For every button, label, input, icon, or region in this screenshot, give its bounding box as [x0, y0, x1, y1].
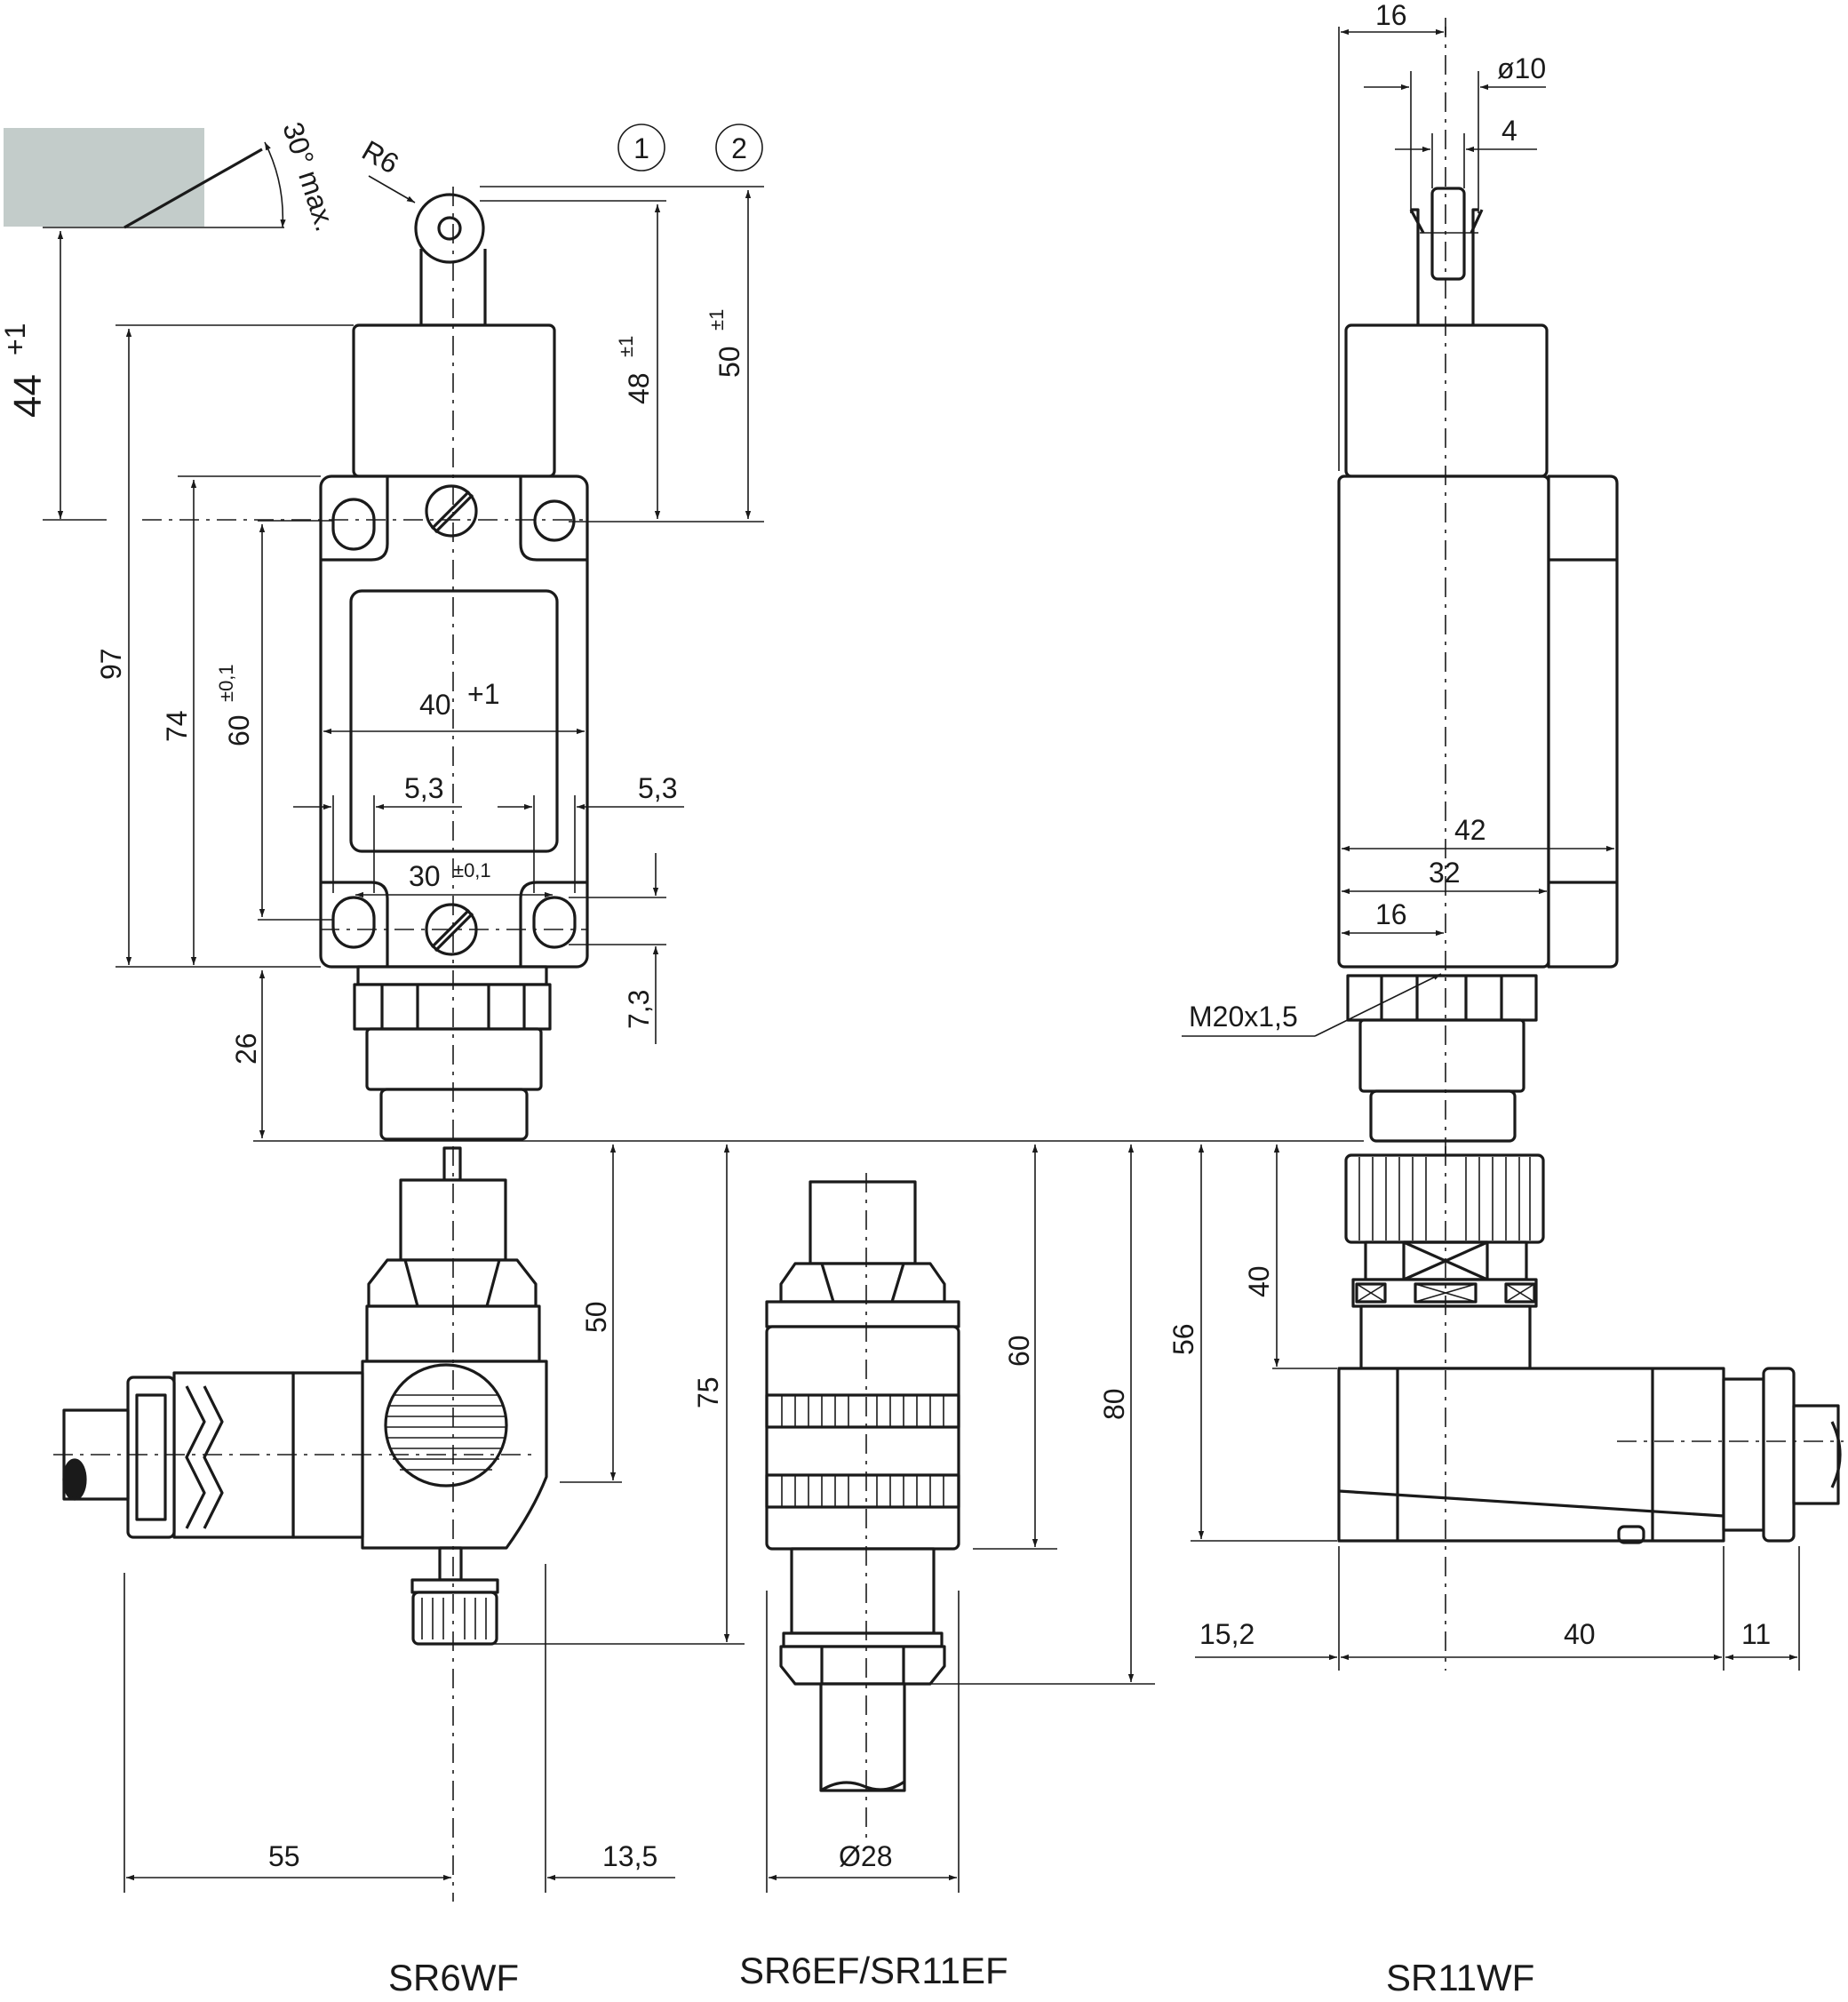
svg-text:15,2: 15,2: [1199, 1618, 1255, 1650]
callout-1: 1: [617, 124, 665, 171]
svg-text:5,3: 5,3: [638, 772, 677, 804]
sr6ef-label: SR6EF/SR11EF: [739, 1950, 1008, 1991]
roller: [414, 193, 485, 264]
svg-text:16: 16: [1375, 898, 1407, 930]
dimension-40-width: 40 +1: [323, 678, 585, 735]
svg-text:32: 32: [1429, 857, 1461, 889]
svg-text:16: 16: [1375, 0, 1407, 31]
svg-text:±1: ±1: [615, 336, 637, 357]
dimension-4: 4: [1395, 115, 1537, 188]
svg-text:40: 40: [419, 689, 451, 721]
callout-2: 2: [715, 124, 763, 171]
dimension-16: 16: [1342, 898, 1444, 937]
svg-text:±0,1: ±0,1: [215, 664, 237, 702]
sr6wf-connector: [53, 1146, 548, 1902]
dimension-74: 74: [161, 475, 321, 965]
sr11wf-dimension-horizontal: 15,2 40 11: [1195, 1546, 1800, 1671]
sr11wf-dimension-40-vertical: 40: [1243, 1145, 1337, 1369]
switch-front-view: R6: [142, 134, 589, 1142]
svg-text:56: 56: [1167, 1323, 1199, 1355]
svg-text:60: 60: [1003, 1335, 1035, 1367]
sr6ef-dimension-80: 80: [888, 1145, 1155, 1685]
dimension-dia-10: ø10: [1364, 52, 1546, 213]
dimension-5-3: 5,3 5,3: [293, 772, 684, 893]
svg-text:75: 75: [692, 1376, 724, 1408]
sr11wf-dimension-56: 56: [1167, 1145, 1337, 1542]
sr6ef-connector: [765, 1173, 960, 1839]
dimension-42: 42: [1342, 814, 1614, 852]
svg-text:80: 80: [1098, 1388, 1130, 1420]
dimension-48: 48 ±1: [480, 186, 764, 522]
svg-text:50: 50: [580, 1301, 612, 1333]
svg-text:55: 55: [268, 1840, 300, 1872]
svg-text:50: 50: [713, 346, 745, 378]
plunger-head: [352, 323, 556, 478]
svg-text:48: 48: [623, 372, 655, 404]
svg-text:5,3: 5,3: [404, 772, 443, 804]
dimension-7-3: 7,3: [569, 853, 666, 1044]
thread-callout: M20x1,5: [1182, 973, 1442, 1037]
sr6wf-dimension-50: 50: [560, 1145, 622, 1483]
dim-44-tol: +1: [0, 323, 31, 355]
sr6wf-dimension-55: 55 13,5: [123, 1564, 675, 1893]
svg-text:30: 30: [409, 860, 441, 892]
svg-text:+1: +1: [467, 678, 499, 710]
dimension-32: 32: [1342, 857, 1547, 895]
dimension-97: 97: [95, 324, 354, 968]
svg-text:4: 4: [1502, 115, 1517, 147]
svg-text:40: 40: [1243, 1265, 1275, 1297]
sr6wf-label: SR6WF: [388, 1957, 519, 1998]
switch-side-view: [1337, 18, 1619, 1155]
window: [349, 589, 559, 853]
svg-text:97: 97: [95, 648, 127, 680]
svg-text:±0,1: ±0,1: [453, 859, 491, 881]
svg-text:7,3: 7,3: [623, 990, 655, 1029]
svg-text:±1: ±1: [705, 309, 728, 331]
dimension-50-top: 50 ±1: [705, 190, 752, 519]
svg-text:ø10: ø10: [1497, 52, 1546, 84]
sr11wf-label: SR11WF: [1386, 1957, 1534, 1998]
svg-text:40: 40: [1564, 1618, 1596, 1650]
svg-text:74: 74: [161, 710, 193, 742]
radius-label: R6: [357, 134, 404, 180]
svg-text:Ø28: Ø28: [839, 1840, 892, 1872]
svg-text:1: 1: [633, 132, 649, 164]
svg-text:42: 42: [1454, 814, 1486, 846]
sr6wf-dimension-75: 75: [462, 1145, 745, 1645]
dimension-16-top: 16: [1338, 0, 1446, 471]
dimension-26: 26: [230, 970, 266, 1138]
svg-text:11: 11: [1741, 1618, 1771, 1650]
dimension-44: 44 +1: [0, 231, 107, 521]
angle-label: 30° max.: [276, 118, 341, 235]
housing: [319, 475, 589, 969]
svg-text:60: 60: [223, 714, 255, 746]
svg-text:26: 26: [230, 1033, 262, 1065]
svg-text:13,5: 13,5: [602, 1840, 657, 1872]
actuating-cam: 30° max.: [4, 118, 342, 235]
sr11wf-connector: [1337, 1146, 1844, 1671]
sr6ef-dimension-dia-28: Ø28: [766, 1591, 960, 1893]
dimension-30: 30 ±0,1: [355, 859, 553, 898]
svg-text:M20x1,5: M20x1,5: [1189, 1001, 1298, 1033]
svg-text:2: 2: [731, 132, 747, 164]
dim-44-label: 44: [6, 374, 50, 418]
dimension-60: 60 ±0,1: [215, 520, 333, 921]
sr6ef-dimension-60: 60: [973, 1145, 1057, 1550]
